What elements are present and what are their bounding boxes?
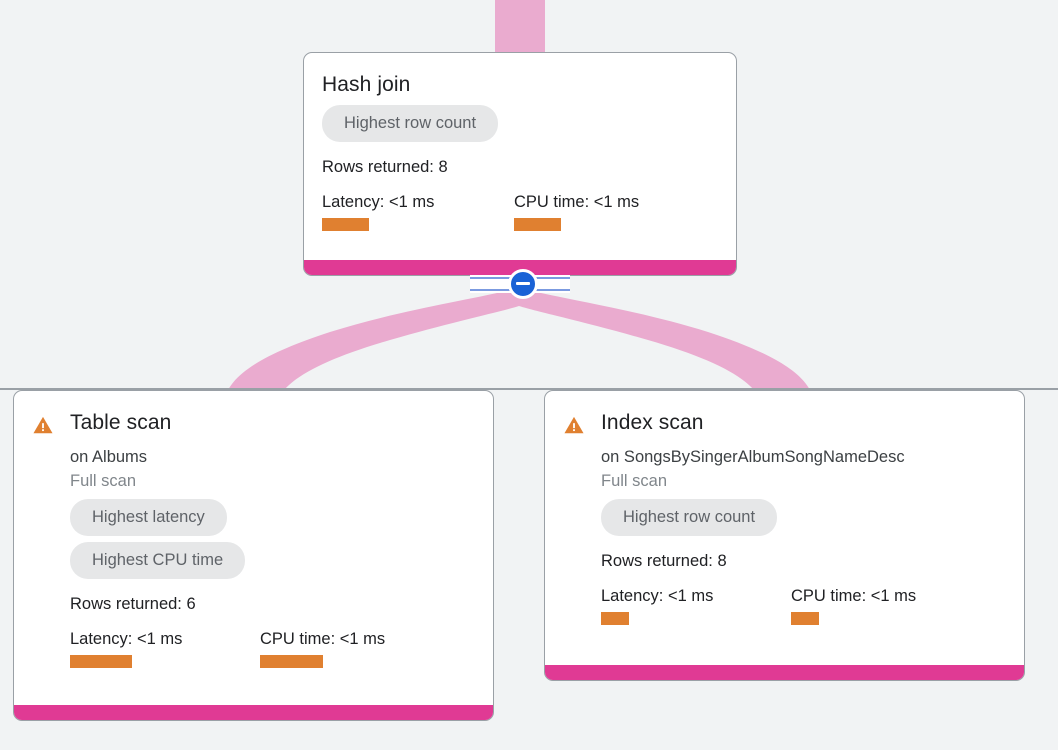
plan-node-hash-join[interactable]: Hash join Highest row count Rows returne… xyxy=(303,52,737,276)
node-header: Index scan on SongsBySingerAlbumSongName… xyxy=(563,409,1006,625)
metric-cpu-time: CPU time: <1 ms xyxy=(514,191,639,231)
node-title: Hash join xyxy=(322,73,411,96)
node-footer-bar xyxy=(14,705,493,720)
rows-returned: Rows returned: 8 xyxy=(322,158,448,176)
rows-returned: Rows returned: 8 xyxy=(601,552,727,570)
chip-highest-latency: Highest latency xyxy=(70,499,227,536)
chip-row: Highest row count xyxy=(322,105,718,148)
node-title: Index scan xyxy=(601,411,704,434)
metric-latency-label: Latency: <1 ms xyxy=(70,630,183,648)
node-body: Hash join Highest row count Rows returne… xyxy=(304,53,736,245)
metric-cpu-time: CPU time: <1 ms xyxy=(791,585,916,625)
chip-highest-cpu-time: Highest CPU time xyxy=(70,542,246,579)
collapse-toggle-wrap[interactable] xyxy=(470,269,570,299)
metric-latency-bar xyxy=(601,612,629,625)
viewport-divider xyxy=(0,388,1058,390)
rows-returned: Rows returned: 6 xyxy=(70,595,196,613)
metric-cpu-time: CPU time: <1 ms xyxy=(260,628,385,668)
node-titleblock: Index scan on SongsBySingerAlbumSongName… xyxy=(601,409,1006,625)
metric-cpu-time-bar xyxy=(514,218,561,231)
metric-latency-label: Latency: <1 ms xyxy=(322,193,435,211)
minus-icon xyxy=(516,282,530,285)
metric-latency-bar xyxy=(322,218,369,231)
node-scan-type: Full scan xyxy=(70,472,137,490)
metric-latency-bar xyxy=(70,655,132,668)
warning-triangle-icon xyxy=(33,416,53,434)
metric-latency: Latency: <1 ms xyxy=(70,628,260,668)
metrics-row: Latency: <1 ms CPU time: <1 ms xyxy=(322,191,718,231)
metrics-row: Latency: <1 ms CPU time: <1 ms xyxy=(70,628,475,668)
node-header: Table scan on Albums Full scan Highest l… xyxy=(32,409,475,668)
node-titleblock: Hash join Highest row count Rows returne… xyxy=(322,71,718,231)
metric-latency: Latency: <1 ms xyxy=(322,191,514,231)
plan-node-table-scan[interactable]: Table scan on Albums Full scan Highest l… xyxy=(13,390,494,721)
node-subtitle: on Albums xyxy=(70,448,148,466)
node-header: Hash join Highest row count Rows returne… xyxy=(322,71,718,231)
metric-cpu-time-label: CPU time: <1 ms xyxy=(514,193,640,211)
node-subtitle: on SongsBySingerAlbumSongNameDesc xyxy=(601,448,905,466)
node-body: Index scan on SongsBySingerAlbumSongName… xyxy=(545,391,1024,639)
chip-row: Highest latency Highest CPU time xyxy=(70,499,475,585)
node-scan-type: Full scan xyxy=(601,472,668,490)
chip-highest-row-count: Highest row count xyxy=(601,499,778,536)
collapse-toggle-button[interactable] xyxy=(508,269,538,299)
metric-latency: Latency: <1 ms xyxy=(601,585,791,625)
metric-cpu-time-label: CPU time: <1 ms xyxy=(260,630,386,648)
warning-triangle-icon xyxy=(564,416,584,434)
node-title: Table scan xyxy=(70,411,172,434)
chip-row: Highest row count xyxy=(601,499,1006,542)
metrics-row: Latency: <1 ms CPU time: <1 ms xyxy=(601,585,1006,625)
metric-cpu-time-bar xyxy=(260,655,323,668)
metric-latency-label: Latency: <1 ms xyxy=(601,587,714,605)
edge-hashjoin-to-table-scan xyxy=(228,288,519,390)
node-footer-bar xyxy=(545,665,1024,680)
edge-hashjoin-to-index-scan xyxy=(519,288,810,390)
plan-node-index-scan[interactable]: Index scan on SongsBySingerAlbumSongName… xyxy=(544,390,1025,681)
edge-incoming xyxy=(495,0,545,52)
node-body: Table scan on Albums Full scan Highest l… xyxy=(14,391,493,682)
metric-cpu-time-label: CPU time: <1 ms xyxy=(791,587,917,605)
node-footer-bar xyxy=(304,260,736,275)
node-titleblock: Table scan on Albums Full scan Highest l… xyxy=(70,409,475,668)
chip-highest-row-count: Highest row count xyxy=(322,105,499,142)
metric-cpu-time-bar xyxy=(791,612,819,625)
